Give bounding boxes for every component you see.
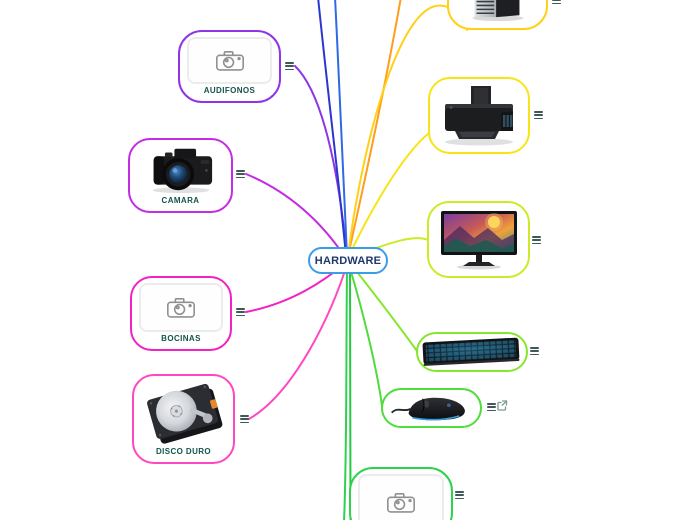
connector-disco-duro [248,263,348,420]
connector-offscreen-top-a [317,0,347,257]
notes-icon-audifonos[interactable] [285,62,294,70]
external-link-icon[interactable] [496,399,508,412]
topic-impresora[interactable] [428,77,530,154]
topic-label: BOCINAS [161,334,201,343]
topic-audifonos[interactable]: AUDIFONOS [178,30,281,103]
notes-icon-monitor[interactable] [532,236,541,244]
dslr-camera-photo [152,148,212,194]
camera-placeholder-icon [387,492,415,513]
topic-teclado[interactable] [416,332,528,372]
topic-label: CAMARA [161,196,200,205]
notes-icon-impresora[interactable] [534,111,543,119]
connector-tema-inferior [343,265,348,520]
notes-icon-tema-inferior[interactable] [455,491,464,499]
keyboard-photo [422,337,520,366]
topic-raton[interactable] [381,388,482,428]
topic-label: AUDIFONOS [203,86,256,95]
topic-label: DISCO DURO [155,447,212,456]
notes-icon-disco-duro[interactable] [240,415,249,423]
topic-tema-inferior[interactable] [349,467,453,520]
topic-monitor[interactable] [427,201,530,278]
mouse-photo [390,397,465,421]
notes-icon-torre[interactable] [552,0,561,4]
central-topic-label: HARDWARE [314,254,382,267]
topic-camara[interactable]: CAMARA [128,138,233,213]
image-placeholder [139,283,223,332]
notes-icon-camara[interactable] [236,170,245,178]
computer-tower-photo [472,0,523,22]
notes-icon-bocinas[interactable] [236,308,245,316]
hard-disk-photo [146,383,222,444]
topic-bocinas[interactable]: BOCINAS [130,276,232,351]
notes-icon-raton[interactable] [487,403,496,411]
image-placeholder [187,37,272,84]
connector-raton [348,264,383,407]
connector-offscreen-top-c [347,0,402,257]
central-topic-hardware[interactable]: HARDWARE [308,247,388,274]
connector-impresora [347,132,430,259]
topic-torre[interactable] [447,0,548,30]
image-placeholder [358,474,444,520]
connector-offscreen-top-b [334,0,348,257]
notes-icon-teclado[interactable] [530,347,539,355]
camera-placeholder-icon [215,51,244,71]
monitor-photo [440,211,517,270]
camera-placeholder-icon [167,298,195,318]
printer-photo [445,86,513,146]
topic-disco-duro[interactable]: DISCO DURO [132,374,235,464]
